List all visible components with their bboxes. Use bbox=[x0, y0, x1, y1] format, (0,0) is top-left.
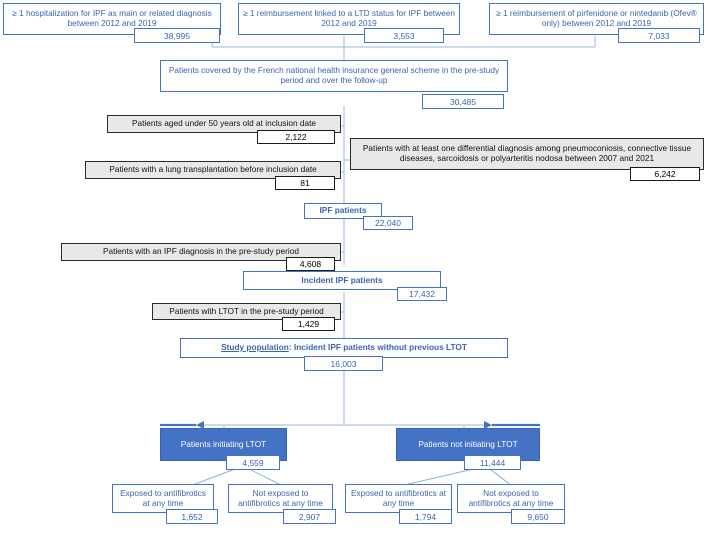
study-population-suffix: : Incident IPF patients without previous… bbox=[288, 342, 467, 353]
exclusion-count-lung-transplantation: 81 bbox=[275, 176, 335, 190]
exclusion-box-lung-transplantation: Patients with a lung transplantation bef… bbox=[85, 161, 341, 179]
covered-population-box: Patients covered by the French national … bbox=[160, 60, 508, 92]
arm-count-not-initiating-ltot: 11,444 bbox=[464, 455, 521, 470]
exclusion-box-prior-ipf-diagnosis: Patients with an IPF diagnosis in the pr… bbox=[61, 243, 341, 261]
incident-ipf-count: 17,432 bbox=[397, 287, 447, 301]
source-count-hospitalization: 38,995 bbox=[134, 28, 220, 43]
source-count-antifibrotic-reimbursement: 7,033 bbox=[618, 28, 700, 43]
study-population-count: 16,003 bbox=[304, 356, 383, 371]
exclusion-count-age-under-50: 2,122 bbox=[257, 130, 335, 144]
exclusion-box-differential-diagnosis: Patients with at least one differential … bbox=[350, 138, 704, 170]
outcome-box-ltot-exposed: Exposed to antifibrotics at any time bbox=[112, 484, 214, 513]
outcome-box-no-ltot-exposed: Exposed to antifibrotics at any time bbox=[345, 484, 452, 513]
ipf-patients-count: 22,040 bbox=[363, 216, 413, 230]
exclusion-box-age-under-50: Patients aged under 50 years old at incl… bbox=[107, 115, 341, 133]
exclusion-count-prior-ltot: 1,429 bbox=[282, 317, 335, 331]
covered-population-count: 30,485 bbox=[422, 94, 504, 109]
exclusion-count-prior-ipf-diagnosis: 4,608 bbox=[286, 257, 335, 271]
study-population-prefix: Study population bbox=[221, 342, 289, 353]
arm-count-initiating-ltot: 4,559 bbox=[226, 455, 280, 470]
outcome-count-no-ltot-not-exposed: 9,650 bbox=[511, 509, 565, 524]
outcome-count-no-ltot-exposed: 1,794 bbox=[399, 509, 452, 524]
source-count-ltd-status: 3,553 bbox=[364, 28, 444, 43]
outcome-box-ltot-not-exposed: Not exposed to antifibrotics at any time bbox=[228, 484, 333, 513]
exclusion-count-differential-diagnosis: 6,242 bbox=[630, 167, 700, 181]
outcome-count-ltot-not-exposed: 2,907 bbox=[283, 509, 336, 524]
exclusion-box-prior-ltot: Patients with LTOT in the pre-study peri… bbox=[152, 303, 341, 320]
outcome-count-ltot-exposed: 1,652 bbox=[166, 509, 218, 524]
source-box-hospitalization: ≥ 1 hospitalization for IPF as main or r… bbox=[3, 3, 221, 35]
study-population-box: Study population : Incident IPF patients… bbox=[180, 338, 508, 358]
incident-ipf-box: Incident IPF patients bbox=[243, 271, 441, 290]
ipf-patients-box: IPF patients bbox=[304, 203, 382, 219]
